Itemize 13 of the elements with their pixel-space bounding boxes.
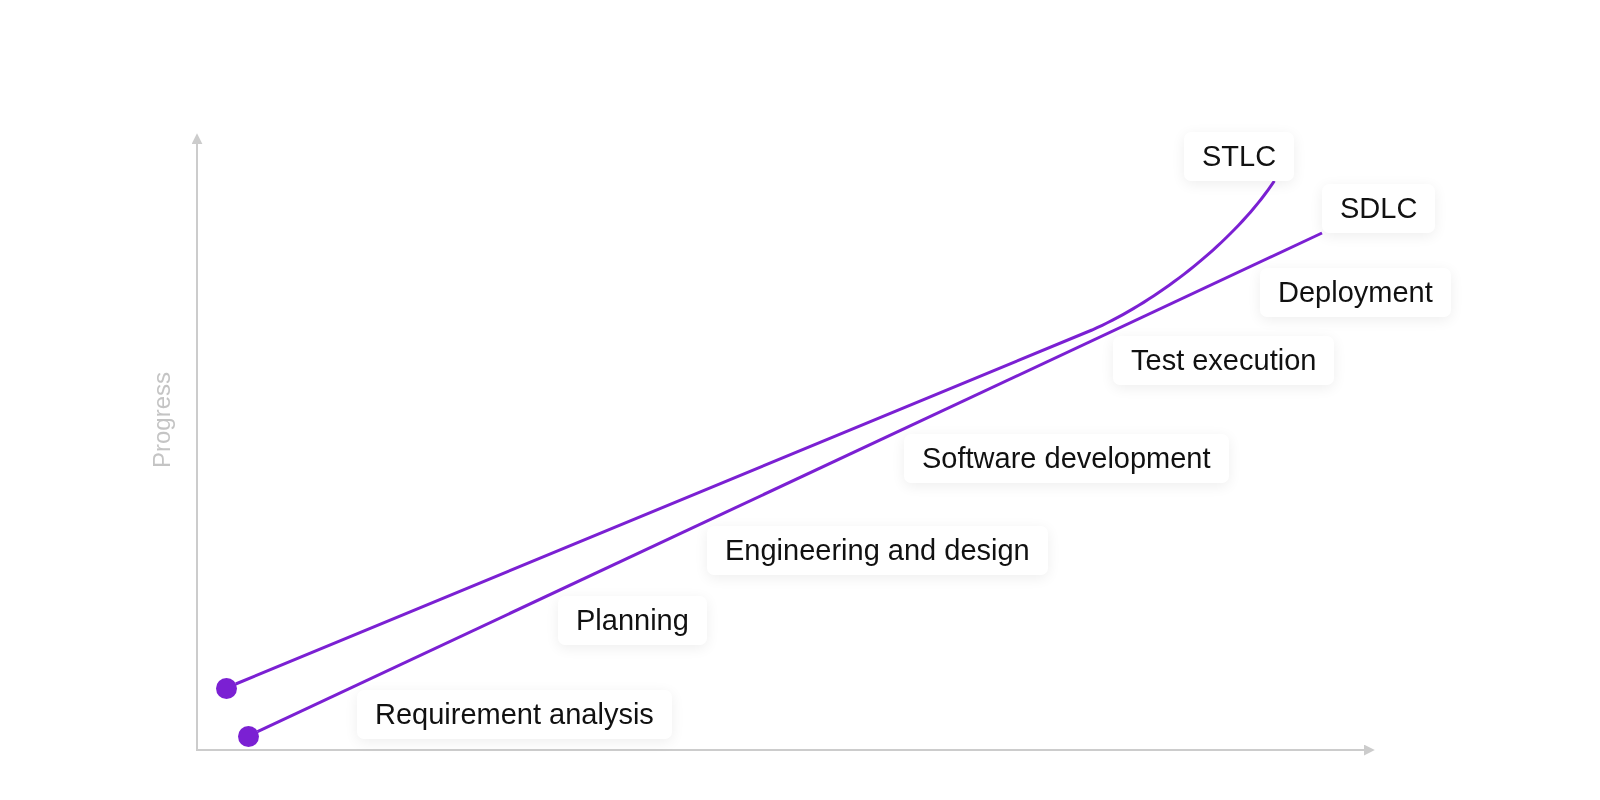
progress-line bbox=[256, 231, 1323, 733]
axis-title: Progress bbox=[148, 372, 176, 468]
phase-label: Deployment bbox=[1260, 268, 1451, 317]
start-dot bbox=[237, 725, 259, 747]
phase-label: Software development bbox=[904, 434, 1229, 483]
progress-line bbox=[235, 180, 1276, 686]
series-label: STLC bbox=[1184, 132, 1295, 181]
phase-label: Engineering and design bbox=[707, 526, 1048, 575]
phase-label: Requirement analysis bbox=[357, 690, 672, 739]
series-label: SDLC bbox=[1322, 184, 1436, 233]
start-dot bbox=[215, 677, 237, 699]
phase-label: Test execution bbox=[1113, 336, 1335, 385]
phase-label: Planning bbox=[558, 596, 707, 645]
